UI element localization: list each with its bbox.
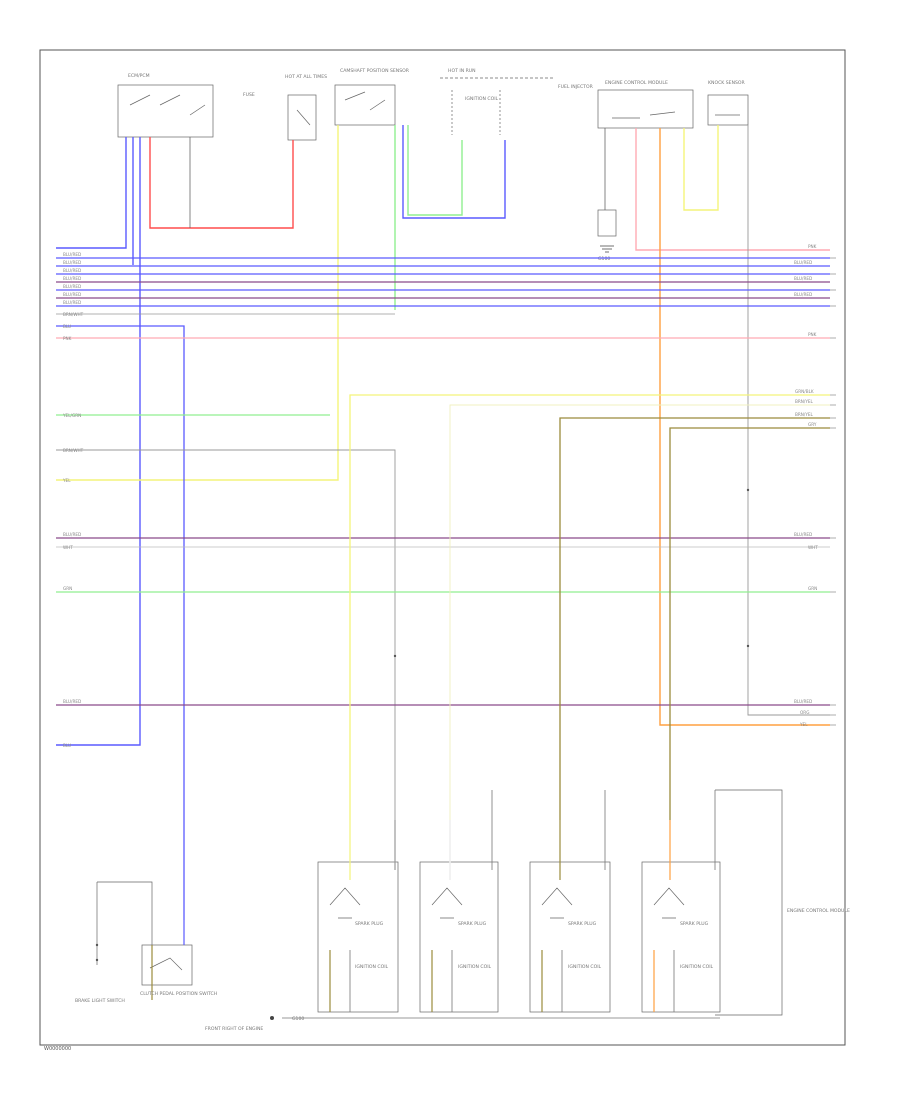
coil-pack-2 [419, 861, 499, 1013]
wire-label: BLU/RED [794, 260, 812, 265]
ecm-box-1 [117, 84, 214, 138]
wire-label: BLU/RED [794, 276, 812, 281]
coil-pack-3 [529, 861, 611, 1013]
ground-dot [270, 1016, 274, 1020]
wire-label: BRN/WHT [63, 312, 84, 317]
wire-label: GRN [63, 586, 72, 591]
diagram-frame [39, 49, 846, 1046]
wire-label: BLU/RED [63, 532, 81, 537]
wire-label: BRN/YEL [795, 399, 814, 404]
control-module-box [597, 89, 694, 129]
label-hot-at-all-times: HOT AT ALL TIMES [285, 74, 327, 80]
coil-pack-1 [317, 861, 399, 1013]
label-spark-plug-4: SPARK PLUG [680, 921, 709, 927]
wire-label: BLU/RED [63, 268, 81, 273]
wire-label: GRY [808, 422, 817, 427]
label-ignition-coil-4: IGNITION COIL [680, 964, 714, 970]
wire-label: BLU/RED [63, 300, 81, 305]
label-knock-sensor: KNOCK SENSOR [708, 80, 746, 86]
label-front-right-of-engine: FRONT RIGHT OF ENGINE [205, 1026, 263, 1032]
bus-lines [56, 257, 830, 920]
wire-label: BLU/RED [794, 292, 812, 297]
clutch-switch-box [141, 944, 193, 986]
wire-label: BLU/RED [63, 252, 81, 257]
label-hot-in-run: HOT IN RUN [448, 68, 476, 74]
wire-label: BLU [63, 743, 71, 748]
coil-pack-4 [641, 861, 721, 1013]
coil-packs [96, 789, 783, 1016]
footer-code: W0000000 [44, 1046, 71, 1052]
wire-label: BLU [63, 324, 71, 329]
label-spark-plug-1: SPARK PLUG [355, 921, 384, 927]
wire-label: YEL [62, 478, 71, 483]
label-ignition-coil: IGNITION COIL [465, 96, 499, 102]
label-ignition-coil-2: IGNITION COIL [458, 964, 492, 970]
top-drops [56, 125, 830, 746]
label-ignition-coil-3: IGNITION COIL [568, 964, 602, 970]
wire-labels-left: BLU/RED BLU/RED BLU/RED BLU/RED BLU/RED … [62, 252, 84, 748]
connector-dots [95, 488, 750, 962]
relay-box [334, 84, 396, 126]
wire-label: GRN/BLK [795, 389, 814, 394]
wire-label: BLU/RED [63, 284, 81, 289]
label-camshaft-sensor: CAMSHAFT POSITION SENSOR [340, 68, 410, 74]
label-engine-control-module: ENGINE CONTROL MODULE [605, 80, 668, 86]
label-ecm: ECM/PCM [128, 73, 150, 79]
label-fuse: FUSE [243, 92, 255, 98]
knock-sensor-box [707, 94, 749, 126]
wire-labels-right: PNK BLU/RED BLU/RED BLU/RED PNK GRN/BLK … [794, 244, 818, 727]
wire-label: PNK [808, 244, 817, 249]
bottom-pins [151, 790, 720, 1019]
wire-label: BLU/RED [63, 276, 81, 281]
ground-block [597, 209, 617, 237]
wire-label: ORG [800, 710, 809, 715]
wire-label: YEL [799, 722, 808, 727]
label-spark-plug-3: SPARK PLUG [568, 921, 597, 927]
wire-label: BRN/YEL [795, 412, 814, 417]
wire-label: GRN [808, 586, 817, 591]
label-clutch-switch: CLUTCH PEDAL POSITION SWITCH [140, 991, 217, 997]
wire-label: WHT [808, 545, 818, 550]
wire-label: WHT [63, 545, 73, 550]
wire-label: BLU/RED [794, 699, 812, 704]
wire-label: BLU/RED [63, 260, 81, 265]
wire-label: BLU/RED [63, 699, 81, 704]
wire-label: PNK [808, 332, 817, 337]
wire-label: BRN/WHT [63, 448, 84, 453]
label-g100-bottom: G100 [292, 1016, 304, 1022]
label-engine-control-module-right: ENGINE CONTROL MODULE [787, 908, 850, 914]
top-components [117, 77, 749, 253]
label-fuel-injector: FUEL INJECTOR [558, 84, 594, 90]
label-brake-light-switch: BRAKE LIGHT SWITCH [75, 998, 125, 1004]
label-ignition-coil-1: IGNITION COIL [355, 964, 389, 970]
label-g100: G100 [598, 256, 610, 262]
label-spark-plug-2: SPARK PLUG [458, 921, 487, 927]
sensor-box [287, 94, 317, 141]
wire-label: BLU/RED [63, 292, 81, 297]
terminal-ticks [830, 257, 836, 726]
wire-label: YEL/GRN [62, 413, 81, 418]
wire-label: PNK [63, 336, 72, 341]
wire-label: BLU/RED [794, 532, 812, 537]
